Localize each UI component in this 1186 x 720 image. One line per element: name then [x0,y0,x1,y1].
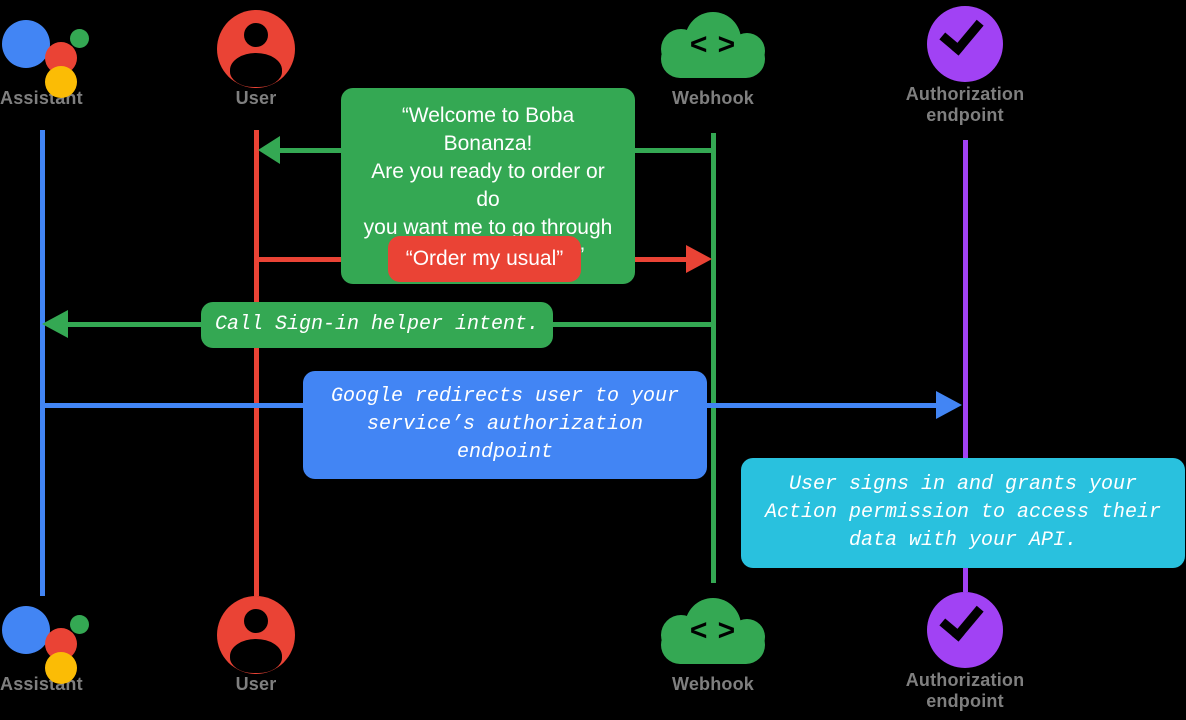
user-head-shape [244,609,268,633]
lifeline-user [254,130,259,596]
user-head-shape [244,23,268,47]
purple-check-circle-icon-bottom [865,592,1065,670]
user-body-shape [230,53,282,87]
actor-auth-bottom: Authorization endpoint [865,592,1065,712]
actor-assistant-bottom: Assistant [0,596,142,695]
cloud-code-icon: < > [613,12,813,88]
actor-assistant-top: Assistant [0,10,142,109]
actor-webhook-top: < > Webhook [613,12,813,109]
actor-auth-top: Authorization endpoint [865,6,1065,126]
user-body-shape [230,639,282,673]
assistant-dot-green [70,615,89,634]
actor-user-bottom: User [156,596,356,695]
code-brackets-glyph: < > [689,614,737,647]
actor-label-webhook: Webhook [671,88,755,108]
actor-label-user-bottom: User [235,674,277,694]
checkmark-glyph [939,9,984,56]
lifeline-auth [963,140,968,592]
lifeline-assistant [40,130,45,596]
arrow-head-order [686,245,712,273]
message-bubble-signin: Call Sign-in helper intent. [201,302,553,348]
arrow-head-signin [42,310,68,338]
assistant-dot-blue [2,20,50,68]
actor-webhook-bottom: < > Webhook [613,598,813,695]
actor-label-webhook-bottom: Webhook [671,674,755,694]
assistant-dot-yellow [45,652,77,684]
user-avatar-icon [156,10,356,88]
actor-user-top: User [156,10,356,109]
code-brackets-glyph: < > [689,28,737,61]
arrow-head-welcome [258,136,280,164]
assistant-dot-blue [2,606,50,654]
actor-label-auth-bottom: Authorization endpoint [905,670,1025,711]
cloud-base [661,40,765,78]
user-avatar-icon-bottom [156,596,356,674]
lifeline-webhook [711,133,716,583]
google-assistant-icon [0,10,142,98]
actor-label-auth: Authorization endpoint [905,84,1025,125]
cloud-base [661,626,765,664]
arrow-head-redirect [936,391,962,419]
actor-label-user: User [235,88,277,108]
message-bubble-order: “Order my usual” [388,236,581,282]
checkmark-glyph [939,595,984,642]
assistant-dot-green [70,29,89,48]
purple-check-circle-icon [865,6,1065,84]
google-assistant-icon-bottom [0,596,142,684]
message-bubble-signin-grant: User signs in and grants your Action per… [741,458,1185,568]
assistant-dot-yellow [45,66,77,98]
cloud-code-icon-bottom: < > [613,598,813,674]
message-bubble-redirect: Google redirects user to your service’s … [303,371,707,479]
